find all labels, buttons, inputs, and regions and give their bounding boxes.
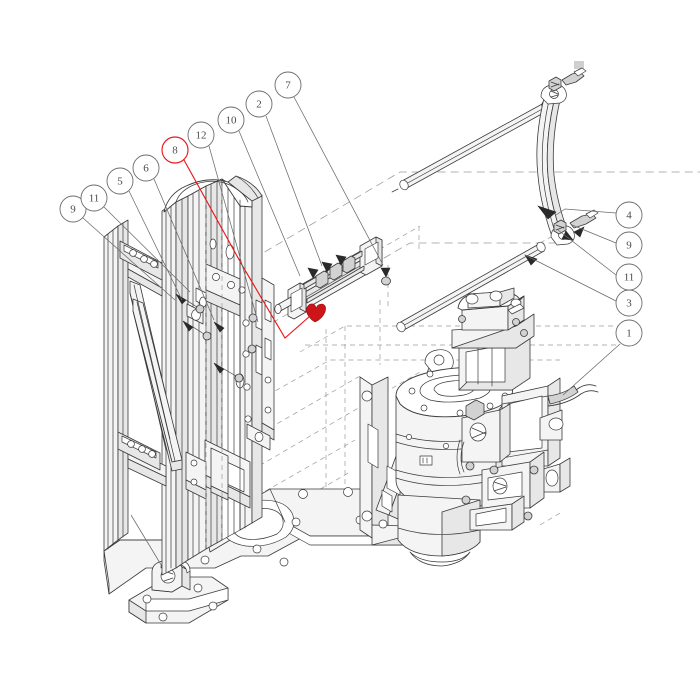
rod-lower <box>396 241 546 333</box>
balloon-circle-11[interactable] <box>80 184 108 212</box>
mast-face-details <box>205 186 263 545</box>
callout-leader-9 <box>82 217 176 301</box>
balloon-circle-9[interactable] <box>59 195 87 223</box>
mast-upper-joints <box>117 240 163 471</box>
balloon-circle-7[interactable] <box>274 71 302 99</box>
callout-balloon-10[interactable]: 10 <box>217 106 245 134</box>
callout-balloon-7[interactable]: 7 <box>274 71 302 99</box>
balloon-label-6: 6 <box>143 163 149 175</box>
callout-leader-8 <box>183 159 311 339</box>
callout-balloon-11[interactable]: 11 <box>80 184 108 212</box>
balloon-label-9b: 9 <box>626 240 632 252</box>
balloon-circle-8[interactable] <box>161 136 189 164</box>
balloon-label-1: 1 <box>626 328 632 340</box>
callout-balloon-3[interactable]: 3 <box>615 289 643 317</box>
callout-leader-1 <box>562 343 621 396</box>
balloon-label-11b: 11 <box>624 272 635 284</box>
callout-balloon-8[interactable]: 8 <box>161 136 189 164</box>
balloon-circle-3[interactable] <box>615 289 643 317</box>
balloon-circle-1[interactable] <box>615 319 643 347</box>
rotary-drive-assembly <box>359 287 599 567</box>
balloon-label-2: 2 <box>256 99 262 111</box>
mast-top-cap <box>163 175 263 213</box>
callout-leader-6 <box>153 178 215 321</box>
balloon-circle-9b[interactable] <box>615 231 643 259</box>
balloon-label-4: 4 <box>626 210 632 222</box>
callout-leader-3 <box>524 254 617 302</box>
balloon-circle-4[interactable] <box>615 201 643 229</box>
balloon-label-11: 11 <box>89 193 100 205</box>
balloon-label-3: 3 <box>626 298 632 310</box>
callout-balloon-11b[interactable]: 11 <box>615 263 643 291</box>
callout-leader-10 <box>238 130 301 277</box>
mast-fasteners <box>175 293 258 383</box>
balloon-label-7: 7 <box>285 80 291 92</box>
balloon-label-10: 10 <box>226 115 238 127</box>
balloon-label-9: 9 <box>70 204 76 216</box>
balloon-circle-2[interactable] <box>245 90 273 118</box>
callout-leader-7 <box>293 96 384 266</box>
callout-balloon-4[interactable]: 4 <box>615 201 643 229</box>
callout-leader-11 <box>103 206 191 293</box>
balloon-circle-10[interactable] <box>217 106 245 134</box>
bolt-top-assembly <box>548 61 587 92</box>
mast-tower-assembly <box>103 175 433 624</box>
callout-balloon-6[interactable]: 6 <box>132 154 160 182</box>
balloon-circle-5[interactable] <box>106 167 134 195</box>
hydraulic-cylinder-assembly <box>274 236 391 323</box>
balloon-label-5: 5 <box>117 176 123 188</box>
callout-leader-12 <box>208 145 259 323</box>
callout-leader-4 <box>555 208 617 216</box>
balloon-circle-12[interactable] <box>187 121 215 149</box>
callout-balloon-2[interactable]: 2 <box>245 90 273 118</box>
balloon-circle-6[interactable] <box>132 154 160 182</box>
callout-balloon-12[interactable]: 12 <box>187 121 215 149</box>
callout-leader-2 <box>265 115 323 267</box>
callout-balloon-1[interactable]: 1 <box>615 319 643 347</box>
mast-braces <box>127 256 183 487</box>
bolt-bottom-assembly <box>537 205 599 241</box>
foot-bracket <box>128 514 229 624</box>
balloon-label-12: 12 <box>196 130 207 142</box>
balloon-label-8: 8 <box>172 145 178 157</box>
highlighted-clamp-item8 <box>305 303 326 323</box>
mast-side-rail <box>246 277 275 451</box>
callout-leader-5 <box>128 190 183 301</box>
callout-balloon-5[interactable]: 5 <box>106 167 134 195</box>
callout-leader-11b <box>557 229 617 276</box>
callout-balloon-9b[interactable]: 9 <box>615 231 643 259</box>
callout-layer[interactable]: 9 11 5 6 8 12 10 2 7 4 9 11 3 1 <box>59 71 643 396</box>
callout-balloon-9[interactable]: 9 <box>59 195 87 223</box>
callout-leader-9b <box>571 224 617 244</box>
